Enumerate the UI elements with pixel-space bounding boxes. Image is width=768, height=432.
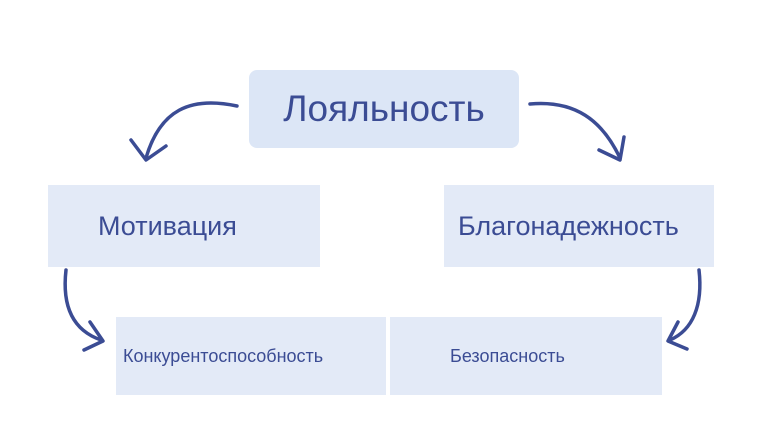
arrow-top-to-right-head bbox=[597, 135, 626, 162]
node-loyalty: Лояльность bbox=[249, 70, 519, 148]
arrow-right-to-bottom-right bbox=[668, 268, 702, 342]
node-security-label: Безопасность bbox=[450, 345, 565, 366]
arrow-top-to-left bbox=[144, 101, 239, 160]
node-security: Безопасность bbox=[390, 317, 662, 395]
node-motivation-label: Мотивация bbox=[98, 210, 237, 241]
node-loyalty-label: Лояльность bbox=[283, 88, 485, 129]
node-competitiveness: Конкурентоспособность bbox=[116, 317, 386, 395]
arrow-top-to-right bbox=[528, 101, 622, 160]
arrow-top-to-left-head bbox=[129, 138, 168, 162]
arrow-left-to-bottom-left-head bbox=[82, 320, 105, 352]
arrow-left-to-bottom-left bbox=[63, 268, 103, 342]
node-reliability-label: Благонадежность bbox=[458, 210, 679, 241]
node-reliability: Благонадежность bbox=[444, 185, 714, 267]
arrow-right-to-bottom-right-head bbox=[666, 320, 689, 351]
node-competitiveness-label: Конкурентоспособность bbox=[123, 345, 324, 366]
node-motivation: Мотивация bbox=[48, 185, 320, 267]
